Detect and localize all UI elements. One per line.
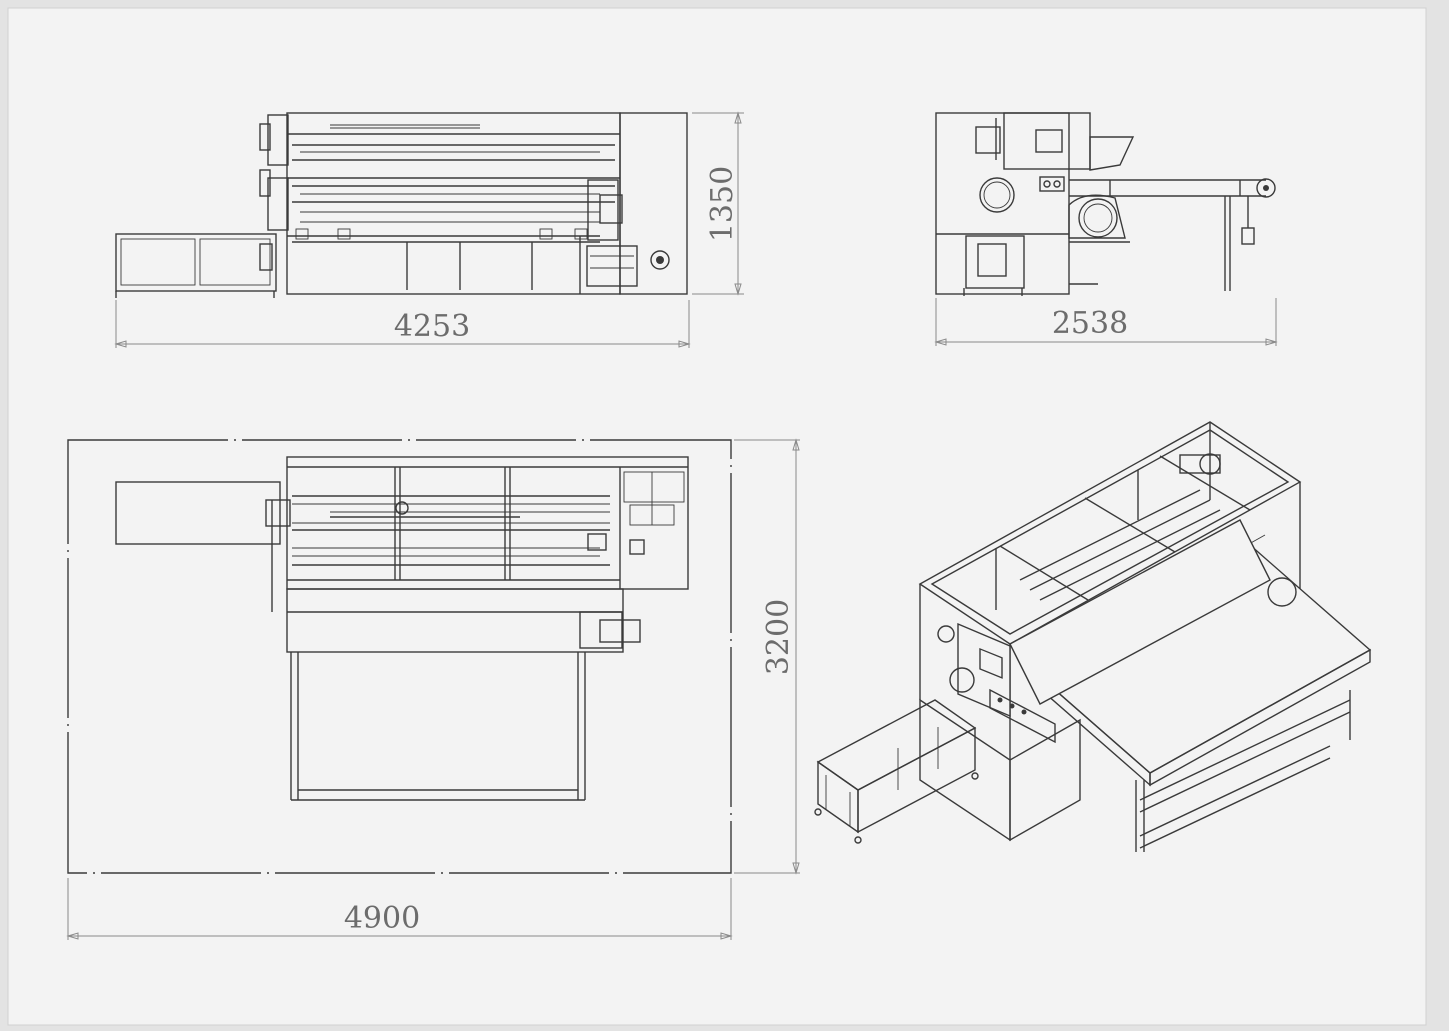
front-height-dimension: 1350 bbox=[692, 111, 744, 296]
side-width-dimension: 2538 bbox=[934, 298, 1278, 346]
side-view bbox=[935, 112, 1276, 296]
front-width-label: 4253 bbox=[394, 309, 470, 344]
top-width-label: 4900 bbox=[344, 901, 420, 936]
top-width-dimension: 4900 bbox=[66, 878, 733, 940]
side-width-label: 2538 bbox=[1052, 306, 1128, 341]
top-view bbox=[67, 439, 732, 874]
top-depth-label: 3200 bbox=[761, 599, 796, 675]
isometric-view bbox=[814, 421, 1372, 852]
front-width-dimension: 4253 bbox=[114, 300, 691, 348]
top-depth-dimension: 3200 bbox=[734, 438, 800, 875]
front-view bbox=[115, 112, 688, 298]
front-height-label: 1350 bbox=[705, 166, 740, 242]
